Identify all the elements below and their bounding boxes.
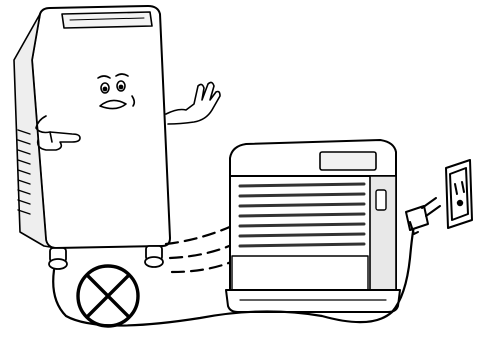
prohibition-symbol: [78, 266, 138, 326]
heater-base: [226, 290, 400, 312]
space-heater: [226, 140, 400, 312]
portable-air-conditioner: [14, 6, 220, 269]
heater-side-window: [376, 190, 386, 210]
heater-lower-panel: [232, 256, 368, 290]
heater-display-panel: [320, 152, 376, 170]
ac-body: [32, 6, 170, 248]
ac-raised-hand: [166, 82, 220, 124]
plug: [406, 198, 440, 234]
wall-outlet: [446, 160, 472, 228]
